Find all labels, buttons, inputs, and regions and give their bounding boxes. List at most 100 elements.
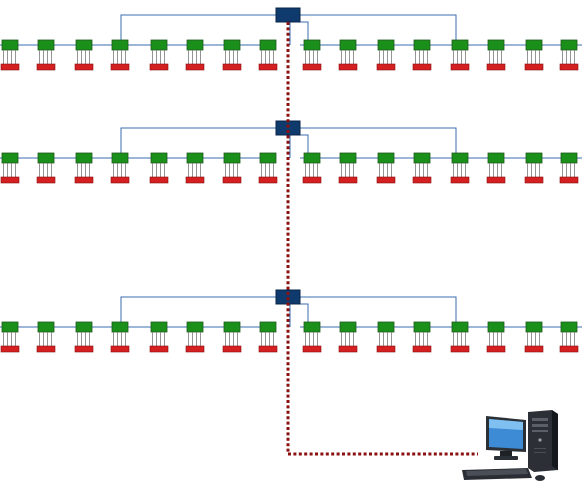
node-box [560, 39, 578, 51]
device-block [36, 345, 56, 353]
device-block [110, 176, 130, 184]
node-unit [0, 321, 20, 353]
node-box [259, 152, 277, 164]
node-box [111, 39, 129, 51]
hub-row [0, 7, 582, 71]
node-unit [338, 321, 358, 353]
device-block [0, 345, 20, 353]
node-box [303, 39, 321, 51]
device-block [185, 63, 205, 71]
trunk-line [300, 296, 457, 327]
node-unit [486, 39, 506, 71]
device-block [376, 63, 396, 71]
node-box [75, 321, 93, 333]
node-unit [302, 39, 322, 71]
node-unit [185, 152, 205, 184]
device-block [110, 345, 130, 353]
node-box [451, 321, 469, 333]
node-box [413, 321, 431, 333]
node-unit [450, 152, 470, 184]
network-rows [0, 7, 582, 353]
node-box [377, 152, 395, 164]
node-box [37, 39, 55, 51]
node-box [487, 39, 505, 51]
device-block [486, 345, 506, 353]
node-unit [559, 152, 579, 184]
node-box [451, 39, 469, 51]
node-unit [258, 152, 278, 184]
node-unit [149, 321, 169, 353]
hub-row [0, 289, 582, 353]
node-box [1, 321, 19, 333]
node-box [259, 321, 277, 333]
mouse-icon [535, 475, 545, 481]
trunk-line [300, 14, 457, 45]
device-block [302, 176, 322, 184]
fiber-link [286, 22, 478, 456]
device-block [149, 345, 169, 353]
node-unit [412, 152, 432, 184]
node-unit [338, 39, 358, 71]
node-box [413, 39, 431, 51]
node-box [1, 152, 19, 164]
node-unit [36, 152, 56, 184]
node-unit [559, 39, 579, 71]
node-box [150, 321, 168, 333]
device-block [222, 63, 242, 71]
device-block [524, 63, 544, 71]
node-unit [302, 321, 322, 353]
device-block [302, 345, 322, 353]
node-unit [524, 321, 544, 353]
node-unit [412, 39, 432, 71]
node-box [111, 152, 129, 164]
node-unit [110, 321, 130, 353]
node-unit [222, 321, 242, 353]
device-block [74, 176, 94, 184]
node-unit [450, 321, 470, 353]
device-block [74, 345, 94, 353]
node-unit [222, 39, 242, 71]
node-unit [450, 39, 470, 71]
node-unit [258, 39, 278, 71]
node-box [259, 39, 277, 51]
node-unit [0, 39, 20, 71]
device-block [338, 345, 358, 353]
device-block [222, 345, 242, 353]
device-block [338, 63, 358, 71]
node-box [303, 321, 321, 333]
node-box [525, 152, 543, 164]
node-box [339, 321, 357, 333]
node-unit [258, 321, 278, 353]
device-block [36, 176, 56, 184]
node-box [75, 152, 93, 164]
device-block [0, 63, 20, 71]
node-box [487, 152, 505, 164]
trunk-line [300, 21, 309, 45]
node-box [339, 39, 357, 51]
device-block [486, 176, 506, 184]
node-unit [74, 39, 94, 71]
node-box [37, 152, 55, 164]
node-unit [376, 321, 396, 353]
device-block [524, 176, 544, 184]
monitor-icon [486, 416, 526, 460]
device-block [559, 345, 579, 353]
node-box [560, 152, 578, 164]
node-box [37, 321, 55, 333]
node-unit [222, 152, 242, 184]
device-block [36, 63, 56, 71]
device-block [412, 176, 432, 184]
node-unit [524, 39, 544, 71]
device-block [258, 176, 278, 184]
node-box [223, 39, 241, 51]
node-unit [376, 152, 396, 184]
device-block [559, 63, 579, 71]
node-box [451, 152, 469, 164]
node-box [223, 321, 241, 333]
node-box [377, 39, 395, 51]
node-unit [74, 321, 94, 353]
device-block [258, 63, 278, 71]
node-box [75, 39, 93, 51]
device-block [338, 176, 358, 184]
